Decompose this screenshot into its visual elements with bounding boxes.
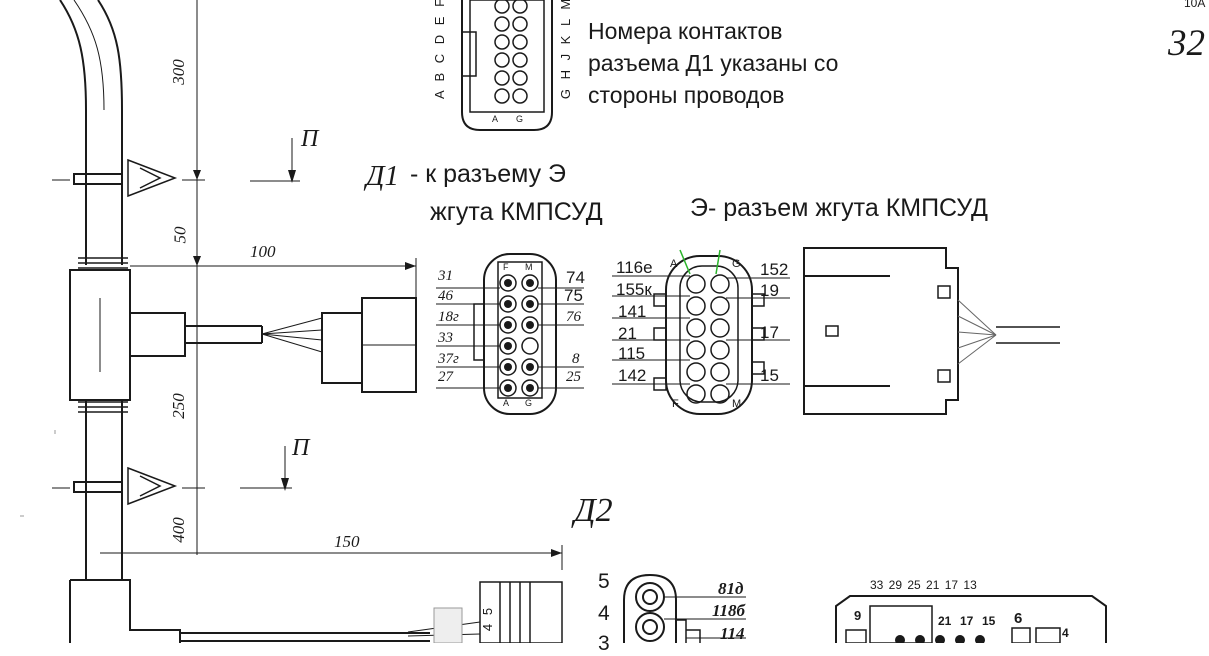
d1-letter-m: M: [525, 262, 533, 272]
e-letter-g: G: [732, 258, 741, 270]
d1-left-wire: 37г: [438, 351, 459, 367]
d2-pin-number: 3: [598, 632, 610, 655]
d2-wire: 118б: [712, 601, 746, 620]
top-connector-left-letters: A B C D E F: [432, 0, 448, 100]
bottom-block: [835, 595, 1107, 643]
d2-wire: 114: [720, 624, 745, 643]
section-mark-lower: П: [292, 435, 310, 461]
dim-150: 150: [334, 532, 360, 551]
e-letter-a: A: [670, 258, 678, 270]
contact-note-line1: Номера контактов: [588, 18, 783, 44]
d1-letter-f: F: [503, 262, 509, 272]
d1-text-line2: жгута КМПСУД: [430, 198, 603, 226]
e-right-wire: 19: [760, 281, 779, 300]
d2-pin-number: 5: [598, 570, 610, 593]
bottom-block-pin: 15: [982, 614, 996, 628]
e-connector: [612, 249, 790, 415]
d2-side-pin: 5: [480, 607, 496, 616]
bottom-block-pin: 6: [1014, 610, 1023, 627]
e-right-wire: 152: [760, 260, 789, 279]
e-plug-side: [803, 247, 1060, 415]
e-left-wire: 116е: [616, 258, 653, 277]
d1-letter-a: A: [503, 398, 510, 408]
d2-pin-number: 4: [598, 602, 610, 625]
d1-left-wire: 27: [438, 369, 453, 385]
corner-label: 10A: [1184, 0, 1206, 10]
d1-left-wire: 46: [438, 288, 453, 304]
d2-side-pin: 4: [480, 623, 496, 632]
dim-250: 250: [168, 393, 188, 419]
dim-100: 100: [250, 242, 276, 261]
bottom-block-pin: 9: [854, 608, 862, 623]
e-left-wire: 21: [618, 324, 637, 343]
top-connector-bottom-g: G: [516, 114, 524, 124]
contact-note-line3: стороны проводов: [588, 82, 785, 108]
d2-designator: Д2: [574, 492, 613, 529]
clip-upper: [52, 158, 178, 198]
section-mark-upper: П: [301, 126, 319, 152]
harness-curve-outer: [59, 0, 87, 265]
d1-left-wire: 33: [438, 330, 453, 346]
dim-50: 50: [170, 226, 190, 244]
d1-right-wire: 76: [566, 309, 581, 325]
clip-lower: [52, 466, 178, 506]
e-right-wire: 17: [760, 323, 779, 342]
bottom-block-pin: 17: [960, 614, 974, 628]
e-designator-text: Э- разъем жгута КМПСУД: [690, 194, 988, 222]
dim-400: 400: [168, 517, 188, 543]
d1-right-wire: 25: [566, 369, 581, 385]
e-letter-m: M: [732, 398, 742, 410]
d2-wire: 81д: [718, 579, 744, 598]
d1-connector: [436, 253, 584, 415]
e-left-wire: 115: [618, 344, 646, 363]
top-connector-right-letters: G H J K L M: [558, 0, 574, 100]
harness-curve-inner: [97, 0, 123, 265]
d2-connector: [407, 573, 746, 643]
e-left-wire: 155к: [616, 280, 652, 299]
contact-note-line2: разъема Д1 указаны со: [588, 50, 839, 76]
d1-plug-body: [321, 312, 363, 384]
e-letter-f: F: [672, 398, 679, 410]
e-right-wire: 15: [760, 366, 779, 385]
d1-right-wire: 8: [572, 351, 580, 367]
d1-letter-g: G: [525, 398, 533, 408]
d1-left-wire: 18г: [438, 309, 459, 325]
bottom-block-pin: 4: [1062, 626, 1069, 640]
d1-left-wire: 31: [438, 268, 453, 284]
e-left-wire: 142: [618, 366, 647, 385]
top-connector-bottom-a: A: [492, 114, 499, 124]
d1-text-line1: - к разъему Э: [410, 160, 567, 188]
sheet-number: 32: [1168, 23, 1205, 64]
bottom-block-pin: 21: [938, 614, 952, 628]
d1-right-wire: 74: [566, 268, 585, 287]
lower-elbow: [69, 579, 181, 643]
bottom-block-top-pins: 33 29 25 21 17 13: [870, 578, 977, 592]
d1-designator: Д1: [366, 160, 399, 192]
e-left-wire: 141: [618, 302, 647, 321]
top-connector: [461, 0, 553, 131]
d1-right-wire: 75: [564, 286, 583, 305]
dim-300: 300: [168, 59, 188, 85]
